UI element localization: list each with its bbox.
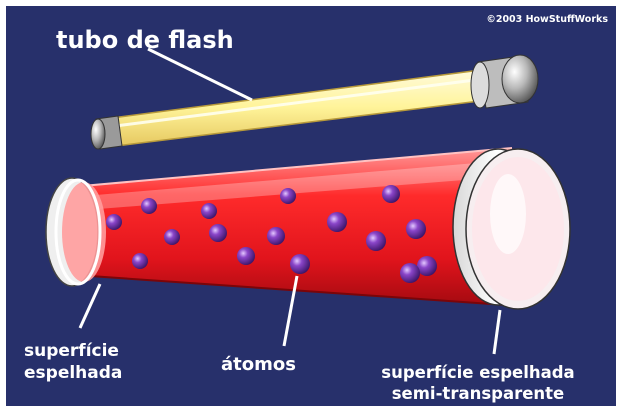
atom: [164, 229, 180, 245]
right-mirror-label-line1: superfície espelhada: [381, 363, 574, 382]
atom: [327, 212, 347, 232]
right-mirror-label-line2: semi-transparente: [392, 384, 565, 403]
atom: [382, 185, 400, 203]
atom: [267, 227, 285, 245]
atom: [290, 254, 310, 274]
atom: [209, 224, 227, 242]
atoms-label: átomos: [221, 354, 296, 375]
left-mirror-label-line2: espelhada: [24, 363, 122, 383]
atom: [106, 214, 122, 230]
atom: [141, 198, 157, 214]
atom: [280, 188, 296, 204]
atom: [400, 263, 420, 283]
atom: [201, 203, 217, 219]
atom: [406, 219, 426, 239]
right-mirror: [453, 149, 570, 309]
flash-tube-label: tubo de flash: [56, 26, 234, 54]
atom: [366, 231, 386, 251]
left-mirror-label-line1: superfície: [24, 341, 119, 361]
flash-tube-left-cap: [91, 116, 122, 149]
flash-tube-right-cap: [471, 55, 538, 108]
atom: [237, 247, 255, 265]
left-mirror: [46, 178, 106, 286]
copyright-text: ©2003 HowStuffWorks: [486, 14, 608, 25]
atom: [132, 253, 148, 269]
